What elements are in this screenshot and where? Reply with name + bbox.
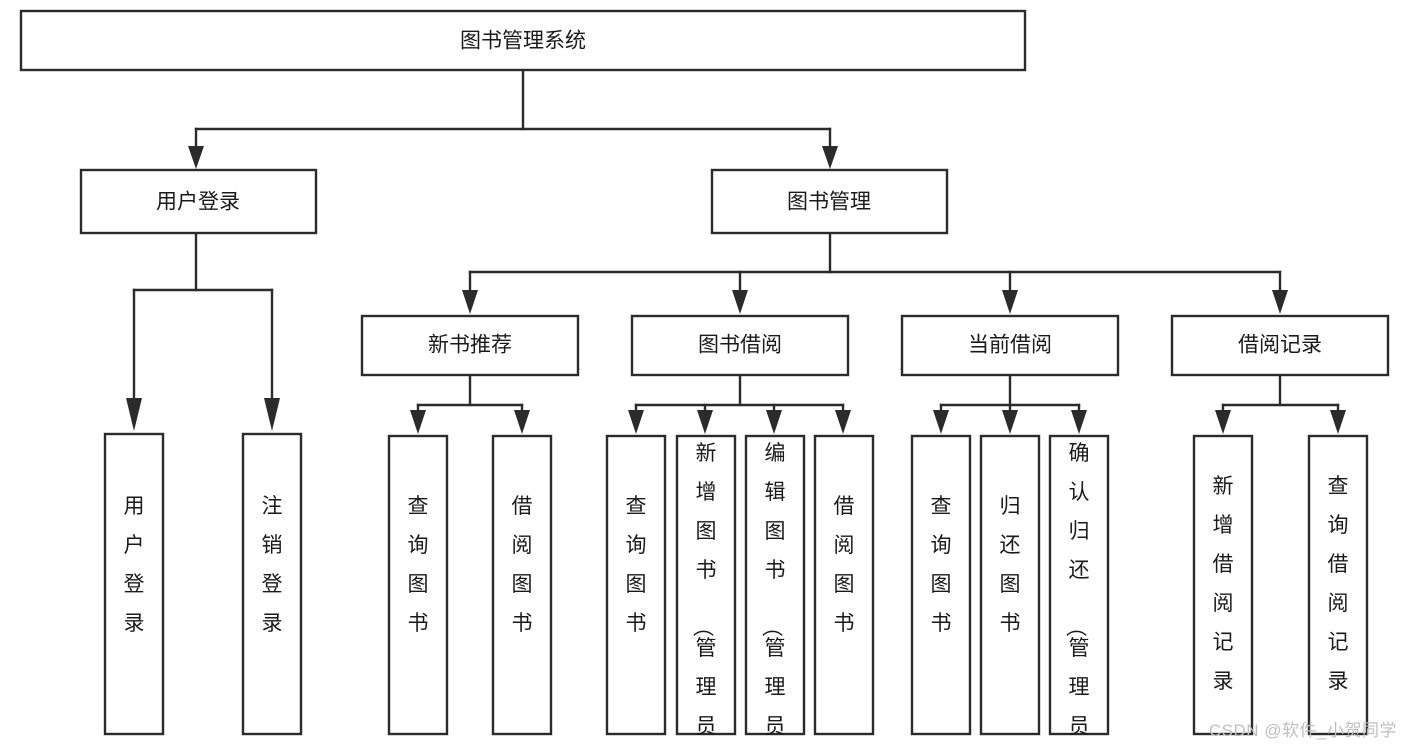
arrow-leaf-edit-book	[766, 410, 782, 434]
leaf-query-book-3-box[interactable]	[910, 434, 972, 736]
leaf-query-book-2[interactable]: 查询图书	[605, 434, 667, 736]
node-borrow-record-box[interactable]	[1170, 314, 1390, 377]
arrow-leaf-logout-login	[264, 398, 280, 431]
leaf-confirm-return[interactable]: 确认归还（管理员）	[1048, 434, 1110, 747]
leaf-borrow-book-2-label: 借阅图书	[834, 495, 855, 635]
node-book-management-box[interactable]	[710, 168, 949, 235]
arrow-borrow-record	[1272, 290, 1288, 314]
arrow-new-book-recommend	[462, 290, 478, 314]
node-root-label: 图书管理系统	[460, 30, 586, 53]
arrow-book-management	[822, 146, 838, 169]
node-current-borrow[interactable]: 当前借阅	[900, 314, 1120, 377]
leaf-borrow-book-1-box[interactable]	[491, 434, 553, 736]
node-current-borrow-label: 当前借阅	[968, 334, 1052, 357]
arrow-book-borrow	[732, 290, 748, 314]
leaf-query-book-1-box[interactable]	[387, 434, 449, 736]
arrow-leaf-query-book-3	[933, 410, 949, 434]
connector-group	[126, 68, 1346, 434]
node-book-borrow-box[interactable]	[630, 314, 850, 377]
leaf-logout-login-box[interactable]	[241, 432, 303, 736]
arrow-leaf-query-record	[1330, 410, 1346, 434]
node-book-borrow[interactable]: 图书借阅	[630, 314, 850, 377]
leaf-logout-login-label: 注销登录	[262, 495, 283, 635]
arrow-leaf-return-book	[1002, 410, 1018, 434]
leaf-logout-login[interactable]: 注销登录	[241, 432, 303, 736]
node-borrow-record-label: 借阅记录	[1238, 334, 1322, 357]
arrow-leaf-user-login	[126, 398, 142, 431]
leaf-add-record-label: 新增借阅记录	[1213, 475, 1234, 693]
leaf-query-book-3-label: 查询图书	[931, 495, 952, 635]
leaf-query-book-3[interactable]: 查询图书	[910, 434, 972, 736]
leaf-return-book[interactable]: 归还图书	[979, 434, 1041, 736]
arrow-leaf-borrow-book-1	[514, 410, 530, 434]
leaf-query-book-2-label: 查询图书	[626, 495, 647, 635]
leaf-edit-book-box[interactable]	[744, 434, 806, 736]
arrow-current-borrow	[1002, 290, 1018, 314]
leaf-add-record[interactable]: 新增借阅记录	[1192, 434, 1254, 736]
leaf-confirm-return-label: 确认归还（管理员）	[1064, 442, 1090, 747]
leaf-borrow-book-1-label: 借阅图书	[512, 495, 533, 635]
leaf-add-book[interactable]: 新增图书（管理员）	[675, 434, 737, 747]
leaf-query-book-1-label: 查询图书	[408, 495, 429, 635]
node-user-login[interactable]: 用户登录	[79, 168, 318, 235]
leaf-edit-book[interactable]: 编辑图书（管理员）	[744, 434, 806, 747]
leaf-edit-book-label: 编辑图书（管理员）	[760, 442, 786, 747]
node-book-management-label: 图书管理	[787, 191, 871, 214]
arrow-leaf-add-record	[1215, 410, 1231, 434]
node-root-box[interactable]	[19, 9, 1027, 72]
arrow-leaf-add-book	[697, 410, 713, 434]
arrow-leaf-query-book-2	[628, 410, 644, 434]
node-book-management[interactable]: 图书管理	[710, 168, 949, 235]
leaf-add-book-label: 新增图书（管理员）	[691, 442, 717, 747]
node-current-borrow-box[interactable]	[900, 314, 1120, 377]
leaf-user-login-box[interactable]	[103, 432, 165, 736]
node-new-book-recommend[interactable]: 新书推荐	[360, 314, 580, 377]
leaf-return-book-box[interactable]	[979, 434, 1041, 736]
leaf-borrow-book-1[interactable]: 借阅图书	[491, 434, 553, 736]
node-new-book-recommend-label: 新书推荐	[428, 334, 512, 357]
leaf-user-login-label: 用户登录	[124, 495, 145, 635]
node-new-book-recommend-box[interactable]	[360, 314, 580, 377]
node-book-borrow-label: 图书借阅	[698, 334, 782, 357]
leaf-query-book-1[interactable]: 查询图书	[387, 434, 449, 736]
node-root[interactable]: 图书管理系统	[19, 9, 1027, 72]
leaf-return-book-label: 归还图书	[1000, 495, 1021, 635]
node-user-login-label: 用户登录	[156, 191, 240, 214]
arrow-leaf-borrow-book-2	[835, 410, 851, 434]
leaf-confirm-return-box[interactable]	[1048, 434, 1110, 736]
leaf-user-login[interactable]: 用户登录	[103, 432, 165, 736]
leaf-add-book-box[interactable]	[675, 434, 737, 736]
arrow-user-login	[188, 146, 204, 169]
arrow-leaf-query-book-1	[410, 410, 426, 434]
leaf-query-record[interactable]: 查询借阅记录	[1307, 434, 1369, 736]
leaf-borrow-book-2[interactable]: 借阅图书	[813, 434, 875, 736]
node-borrow-record[interactable]: 借阅记录	[1170, 314, 1390, 377]
arrow-leaf-confirm-return	[1071, 410, 1087, 434]
leaf-add-record-box[interactable]	[1192, 434, 1254, 736]
leaf-query-record-label: 查询借阅记录	[1328, 475, 1349, 693]
leaf-query-record-box[interactable]	[1307, 434, 1369, 736]
leaf-borrow-book-2-box[interactable]	[813, 434, 875, 736]
node-user-login-box[interactable]	[79, 168, 318, 235]
leaf-query-book-2-box[interactable]	[605, 434, 667, 736]
